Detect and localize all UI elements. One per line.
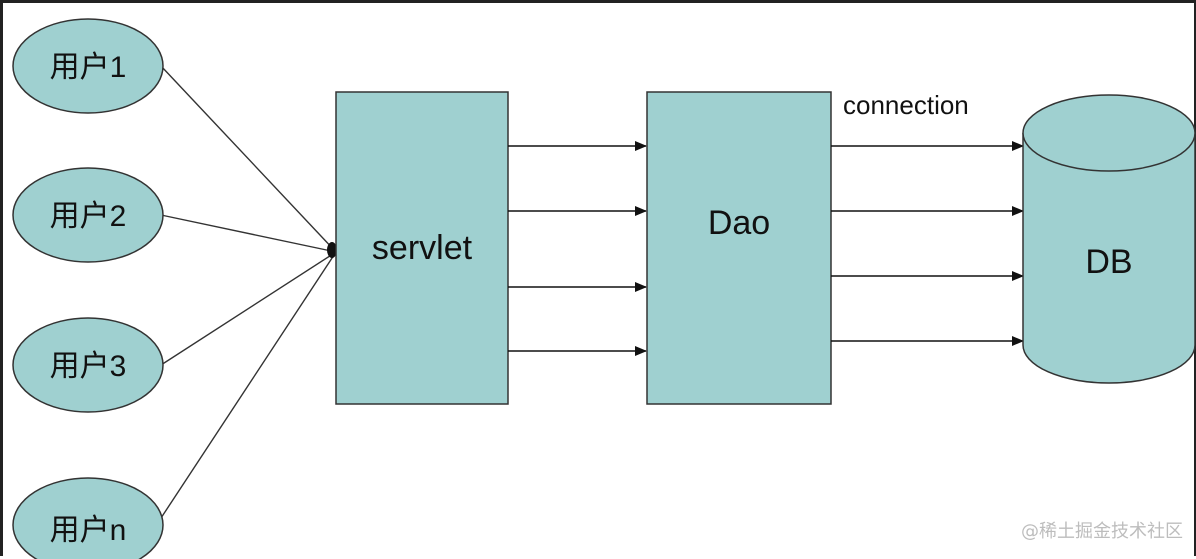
user-node-3: 用户3 — [12, 317, 164, 413]
db-cylinder-top — [1022, 94, 1196, 172]
servlet-box — [335, 91, 509, 405]
user-node-label: 用户3 — [50, 350, 127, 383]
user-node-shape — [12, 18, 164, 114]
architecture-diagram: 用户1 用户2 用户3 用户n servlet Dao connection — [12, 18, 1196, 559]
watermark-text: @稀土掘金技术社区 — [1021, 521, 1183, 542]
db-node: DB — [1022, 94, 1196, 384]
db-cylinder-body — [1022, 133, 1196, 384]
dao-node: Dao — [646, 91, 832, 405]
dao-label: Dao — [708, 204, 770, 242]
user-node-n: 用户n — [12, 477, 164, 559]
user-node-shape — [12, 317, 164, 413]
user-node-1: 用户1 — [12, 18, 164, 114]
user-edges — [160, 65, 337, 519]
user-node-2: 用户2 — [12, 167, 164, 263]
edge-user1-servlet — [160, 65, 337, 253]
edge-usern-servlet — [160, 251, 337, 519]
user-node-label: 用户2 — [50, 200, 127, 233]
user-node-label: 用户n — [50, 514, 127, 547]
connection-label: connection — [843, 90, 969, 120]
user-node-label: 用户1 — [50, 51, 127, 84]
db-label: DB — [1085, 243, 1132, 281]
edge-user3-servlet — [160, 251, 337, 366]
dao-box — [646, 91, 832, 405]
user-node-shape — [12, 167, 164, 263]
servlet-label: servlet — [372, 229, 473, 267]
servlet-node: servlet — [335, 91, 509, 405]
edge-user2-servlet — [160, 214, 337, 253]
user-node-shape — [12, 477, 164, 559]
servlet-dao-arrows — [508, 141, 647, 356]
dao-db-arrows — [831, 141, 1024, 346]
edge-convergence-point — [327, 242, 337, 258]
